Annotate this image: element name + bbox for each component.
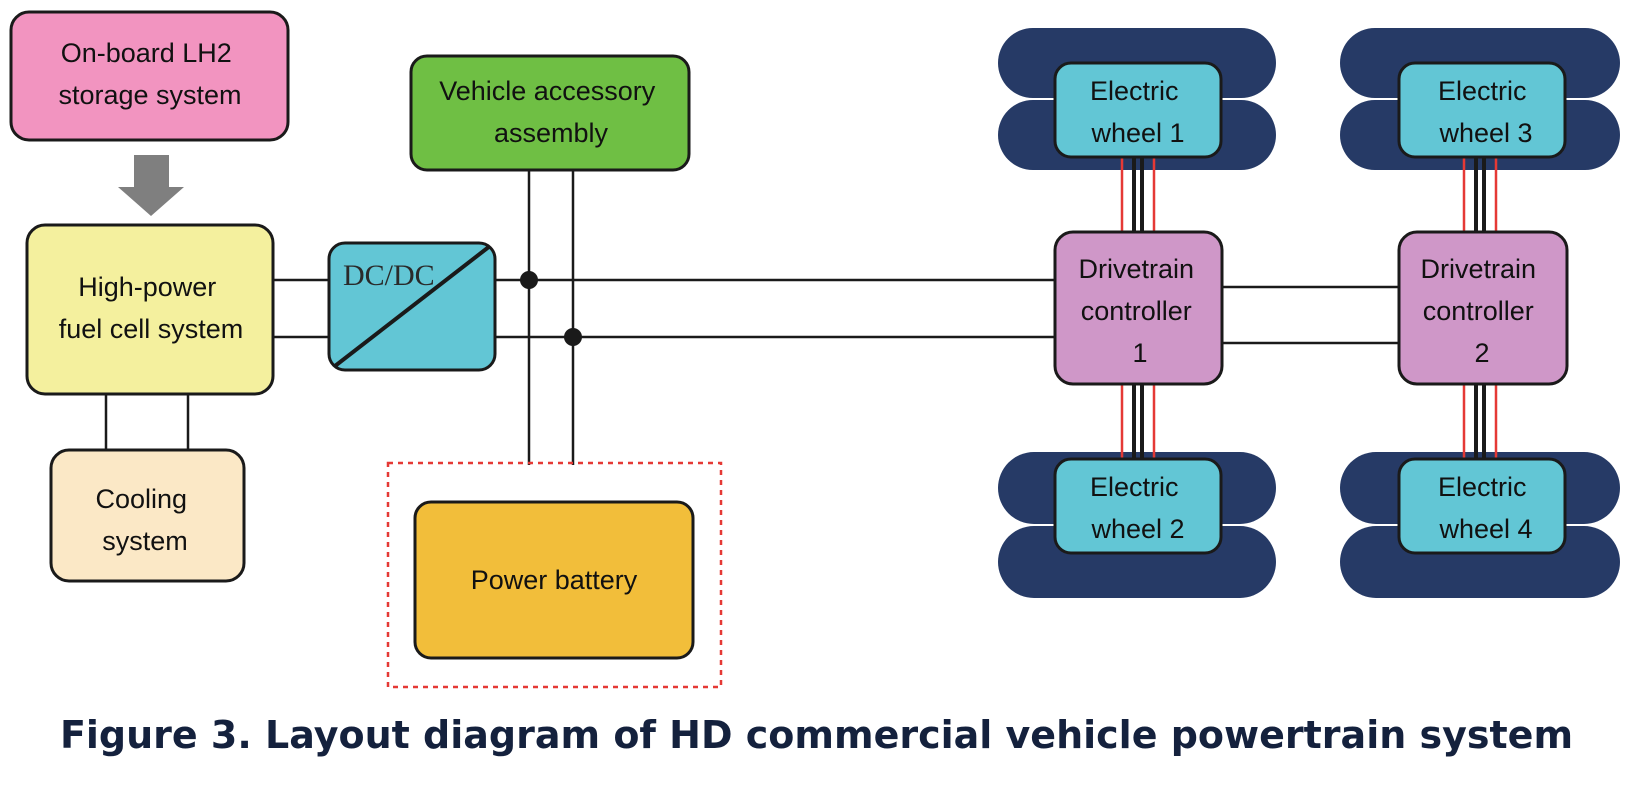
lh2-storage-box: On-board LH2 storage system [9, 10, 290, 142]
controller-1-box: Drivetrain controller 1 [1053, 230, 1224, 386]
dcdc-label: DC/DC [343, 259, 435, 292]
accessory-label-line-2: assembly [494, 118, 609, 148]
controller-1-label-line-2: controller [1081, 296, 1192, 326]
battery-enclosure-dashed [386, 461, 723, 689]
electric-wheel-4-box: Electric wheel 4 [1397, 457, 1567, 555]
accessory-box: Vehicle accessory assembly [409, 54, 691, 172]
electric-wheel-3-box: Electric wheel 3 [1397, 61, 1567, 159]
junction-dot-top [520, 271, 538, 289]
hydrogen-flow-arrow-icon [118, 155, 184, 216]
fuel-cell-label-line-2: fuel cell system [59, 314, 244, 344]
svg-text:High-power fuel cell sys: High-power fuel cell system [59, 272, 244, 344]
svg-text:Drivetrain controller: Drivetrain controller 1 [1078, 254, 1201, 368]
wheel-2-label-line-1: Electric [1090, 472, 1179, 502]
controller-2-label-line-2: controller [1423, 296, 1534, 326]
phase-lines-wheel-4 [1462, 384, 1498, 460]
svg-text:Drivetrain controller: Drivetrain controller 2 [1420, 254, 1543, 368]
phase-lines-wheel-3 [1462, 155, 1498, 232]
cooling-box: Cooling system [49, 448, 246, 583]
svg-text:Electric wheel 3: Electric wheel 3 [1438, 76, 1534, 148]
wheel-4-label-line-1: Electric [1438, 472, 1527, 502]
controller-2-label-line-1: Drivetrain [1420, 254, 1536, 284]
accessory-label-line-1: Vehicle accessory [439, 76, 656, 106]
controller-1-label-line-3: 1 [1132, 338, 1147, 368]
cooling-label-line-1: Cooling [95, 484, 187, 514]
controller-2-box: Drivetrain controller 2 [1397, 230, 1569, 386]
connection-lines [104, 170, 1399, 465]
dcdc-diagonal [333, 244, 492, 368]
fuel-cell-box: High-power fuel cell system [25, 223, 275, 396]
wheel-4-label-line-2: wheel 4 [1438, 514, 1532, 544]
cooling-label-line-2: system [102, 526, 188, 556]
wheel-1-label-line-2: wheel 1 [1090, 118, 1184, 148]
svg-text:Vehicle accessory assemb: Vehicle accessory assembly [439, 76, 663, 148]
figure-caption: Figure 3. Layout diagram of HD commercia… [59, 713, 1574, 757]
electric-wheel-2-box: Electric wheel 2 [1053, 457, 1223, 555]
wheel-3-label-line-2: wheel 3 [1438, 118, 1532, 148]
svg-text:Electric wheel 1: Electric wheel 1 [1090, 76, 1186, 148]
power-battery-box: Power battery [413, 500, 695, 660]
svg-text:Electric wheel 2: Electric wheel 2 [1090, 472, 1186, 544]
lh2-storage-label-line-1: On-board LH2 [61, 38, 232, 68]
controller-2-label-line-3: 2 [1474, 338, 1489, 368]
junction-dot-bottom [564, 328, 582, 346]
lh2-storage-label-line-2: storage system [58, 80, 241, 110]
dcdc-converter-box: DC/DC [327, 241, 497, 372]
svg-text:On-board LH2 storage sys: On-board LH2 storage system [58, 38, 241, 110]
fuel-cell-label-line-1: High-power [78, 272, 216, 302]
wheel-2-label-line-2: wheel 2 [1090, 514, 1184, 544]
svg-text:Electric wheel 4: Electric wheel 4 [1438, 472, 1534, 544]
electric-wheel-1-box: Electric wheel 1 [1053, 61, 1223, 159]
power-battery-label: Power battery [471, 565, 638, 595]
wheel-1-label-line-1: Electric [1090, 76, 1179, 106]
controller-1-label-line-1: Drivetrain [1078, 254, 1194, 284]
svg-text:Cooling system: Cooling system [95, 484, 194, 556]
phase-lines-wheel-2 [1120, 384, 1156, 460]
wheel-3-label-line-1: Electric [1438, 76, 1527, 106]
phase-lines-wheel-1 [1120, 155, 1156, 232]
